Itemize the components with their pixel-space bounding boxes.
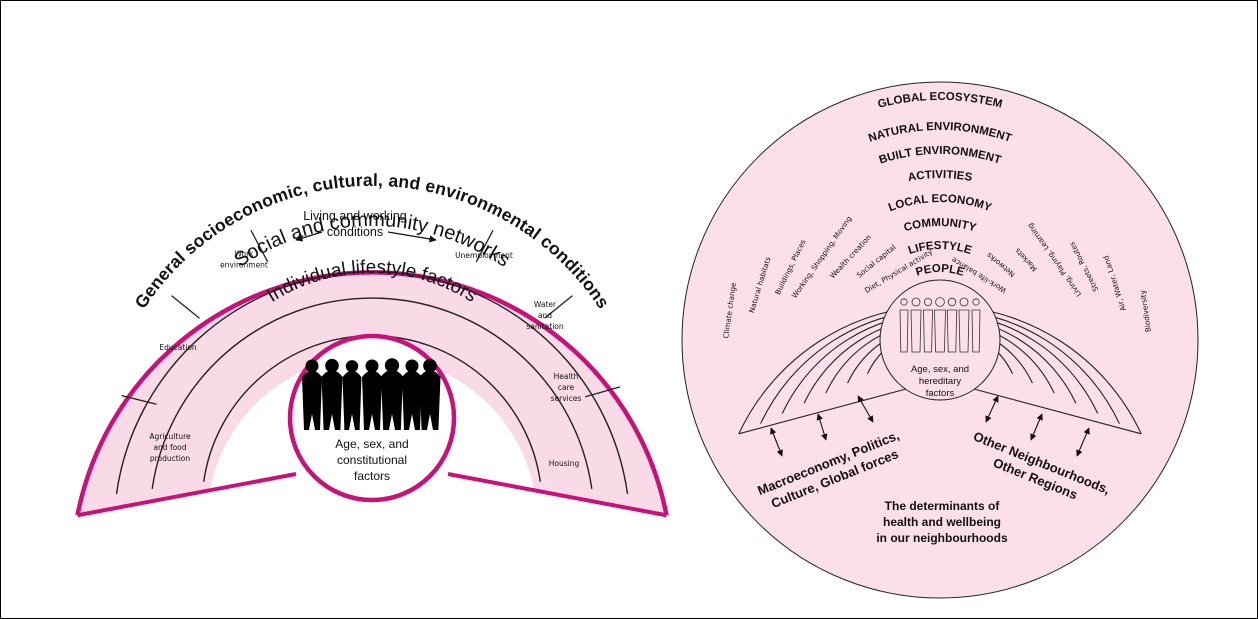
- sector-divider: [250, 229, 269, 263]
- center-text-line2: constitutional: [337, 453, 407, 467]
- ring-base-right: [974, 388, 1142, 435]
- silhouette-body: [419, 370, 441, 430]
- person-body: [958, 309, 970, 353]
- left-fill: [77, 272, 667, 516]
- sector-label: and food: [153, 443, 186, 452]
- person-body: [910, 309, 922, 353]
- sector-divider: [475, 229, 494, 263]
- right-arrow-icon: [387, 231, 437, 243]
- sector-label: production: [150, 454, 191, 463]
- silhouette-body: [321, 370, 343, 430]
- people-circle: [879, 279, 1001, 401]
- sector-divider: [121, 394, 157, 405]
- left-sector-dividers: [121, 229, 621, 405]
- person-head: [959, 297, 969, 307]
- left-rainbow-diagram: General socioeconomic, cultural, and env…: [75, 170, 669, 518]
- person-body: [899, 309, 909, 353]
- ring-base-left: [738, 388, 906, 435]
- person-head: [900, 298, 908, 306]
- silhouette-head: [405, 359, 419, 373]
- living-working-label-line2: conditions: [327, 225, 383, 239]
- double-arrow-icon: [1076, 427, 1090, 457]
- person-body: [934, 309, 946, 353]
- left-ring-arc: [151, 297, 593, 489]
- sector-label: care: [558, 383, 575, 392]
- silhouette-head: [325, 358, 339, 373]
- left-concentric-rings: [75, 270, 669, 518]
- people-group-icon: [899, 297, 981, 353]
- person-body: [971, 309, 981, 353]
- silhouette-head: [365, 359, 379, 373]
- ring-title: COMMUNITY: [903, 217, 978, 234]
- left-ring-arc: [115, 271, 629, 494]
- sector-label: services: [551, 394, 582, 403]
- silhouette-body: [302, 370, 322, 430]
- person-head: [947, 297, 957, 307]
- silhouette-head: [345, 360, 359, 373]
- person-body: [946, 309, 958, 353]
- sector-label: Housing: [549, 459, 580, 468]
- center-text-line3: factors: [354, 469, 390, 483]
- double-arrow-icon: [770, 427, 783, 457]
- silhouette-head: [423, 358, 437, 373]
- sector-label: sanitation: [526, 322, 563, 331]
- bottom-right-edge: [447, 472, 667, 518]
- living-working-label-line1: Living and working: [303, 209, 407, 223]
- center-text-line1: Age, sex, and: [335, 437, 408, 451]
- right-center-line1: Age, sex, and: [911, 364, 969, 375]
- silhouette-head: [384, 358, 400, 373]
- silhouette-head: [305, 359, 319, 373]
- double-arrow-icons: [770, 395, 1090, 457]
- sector-label: Health: [554, 372, 579, 381]
- caption-line1: The determinants of: [885, 499, 1001, 513]
- sector-label: Agriculture: [149, 432, 191, 441]
- double-arrow-icon: [857, 395, 874, 423]
- left-sector-labels: Agriculture and food production Education Wo…: [149, 250, 581, 469]
- double-arrow-icon: [816, 413, 828, 441]
- double-arrow-icon: [985, 395, 999, 423]
- sector-label: Water: [534, 300, 557, 309]
- sector-divider: [585, 386, 621, 398]
- ring-title: PEOPLE: [914, 263, 965, 279]
- person-head: [935, 297, 945, 307]
- person-body: [923, 309, 933, 353]
- sector-divider: [171, 295, 200, 319]
- silhouette-body: [362, 370, 382, 430]
- ring-title: ACTIVITIES: [907, 169, 973, 184]
- caption-line2: health and wellbeing: [883, 515, 1001, 529]
- left-arrow-icon: [295, 231, 323, 242]
- silhouette-body: [381, 369, 403, 430]
- silhouette-body: [342, 370, 362, 430]
- sector-divider: [544, 295, 573, 319]
- sector-label: and: [538, 311, 552, 320]
- sector-label: Work: [235, 250, 255, 259]
- sector-label: Unemployment: [455, 251, 513, 260]
- sector-label: environment: [220, 261, 268, 270]
- double-arrow-icon: [1030, 413, 1043, 441]
- sector-label: Education: [159, 343, 197, 352]
- caption-line3: in our neighbourhoods: [876, 531, 1008, 545]
- ring-title: LIFESTYLE: [907, 240, 974, 257]
- right-center-line2: hereditary: [919, 376, 961, 387]
- person-head: [924, 297, 933, 306]
- right-center-line3: factors: [926, 388, 955, 399]
- person-head: [972, 298, 980, 306]
- people-silhouettes-icon: [302, 358, 441, 430]
- silhouette-body: [402, 370, 422, 430]
- person-head: [911, 297, 921, 307]
- bottom-left-edge: [77, 472, 297, 518]
